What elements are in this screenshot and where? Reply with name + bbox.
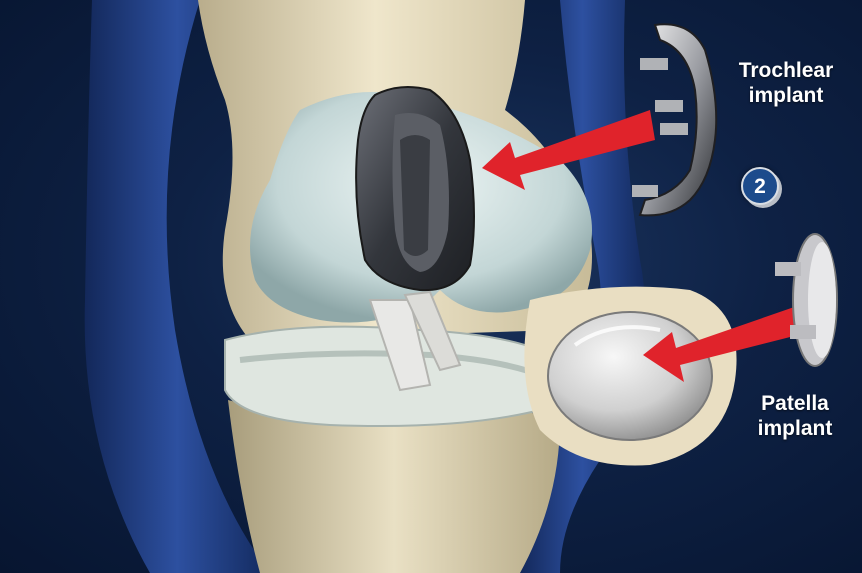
- trochlear-implant-label: Trochlear implant: [716, 58, 856, 108]
- patella-implant-icon: [775, 234, 837, 366]
- trochlear-label-line2: implant: [716, 83, 856, 108]
- step-badge: 2: [741, 167, 779, 205]
- patella-implant-placed: [548, 312, 712, 440]
- patella-label-line2: implant: [740, 416, 850, 441]
- patella-label-line1: Patella: [740, 391, 850, 416]
- trochlear-label-line1: Trochlear: [716, 58, 856, 83]
- patella-implant-label: Patella implant: [740, 391, 850, 441]
